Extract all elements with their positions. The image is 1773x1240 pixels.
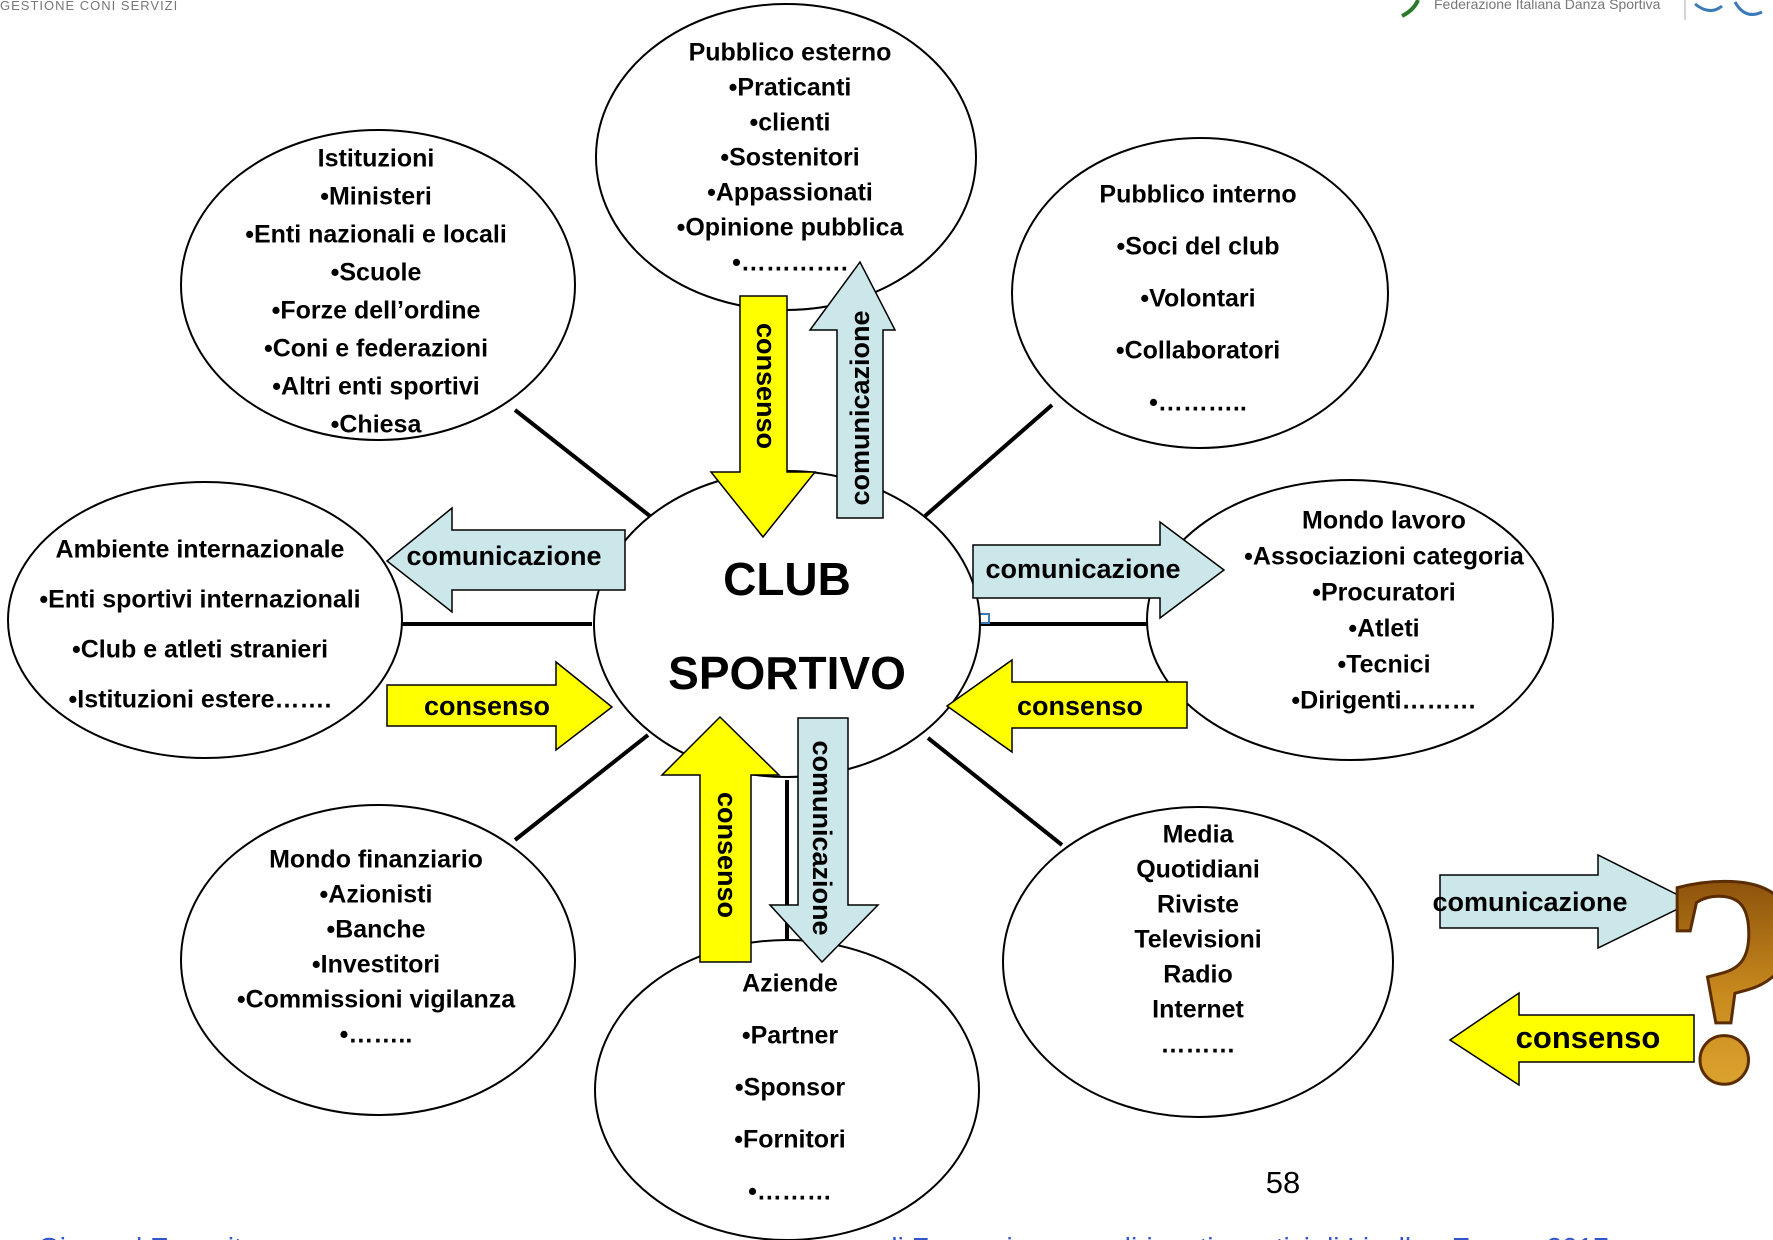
pubblico-esterno-item: •Praticanti — [729, 74, 852, 102]
pubblico-esterno-title: Pubblico esterno — [689, 39, 892, 67]
mondo-finanziario-item: •…….. — [340, 1021, 413, 1049]
ellipse-ambiente-internazionale — [7, 481, 403, 759]
mondo-lavoro-item: •Dirigenti……… — [1291, 687, 1476, 715]
connector-istituzioni — [513, 408, 657, 522]
media-item: Riviste — [1157, 891, 1239, 919]
federation-logo-icon — [1694, 1, 1763, 16]
fids-logo-icon — [1401, 0, 1420, 18]
aziende-item: •Partner — [742, 1022, 839, 1050]
istituzioni-item: •Scuole — [331, 259, 422, 287]
media-title: Media — [1163, 821, 1235, 849]
header-left-text: GESTIONE CONI SERVIZI — [0, 0, 179, 13]
arrow-label-consenso-right: consenso — [1017, 691, 1143, 721]
question-mark-icon: ? — [1659, 813, 1773, 1145]
arrow-comunicazione-right — [972, 520, 1226, 620]
connector-media — [926, 736, 1064, 847]
ellipse-club-sportivo — [593, 470, 981, 778]
stakeholder-groups: Pubblico esterno •Praticanti •clienti •Sost… — [39, 39, 1525, 1206]
ambiente-internazionale-title: Ambiente internazionale — [56, 536, 345, 564]
pubblico-esterno-item: •Sostenitori — [720, 144, 859, 172]
media-item: Internet — [1152, 996, 1244, 1024]
aziende-item: •……… — [748, 1178, 832, 1206]
istituzioni-item: •Chiesa — [331, 411, 423, 439]
page-number: 58 — [1266, 1165, 1300, 1200]
club-label-line1: CLUB — [723, 553, 851, 605]
ambiente-internazionale-item: •Enti sportivi internazionali — [39, 586, 360, 614]
ellipse-mondo-finanziario — [180, 804, 576, 1116]
ellipse-mondo-lavoro — [1146, 479, 1554, 761]
header-right-text: Federazione Italiana Danza Sportiva — [1434, 0, 1661, 12]
aziende-item: •Fornitori — [734, 1126, 846, 1154]
istituzioni-item: •Coni e federazioni — [264, 335, 488, 363]
arrow-consenso-right-left — [386, 660, 614, 752]
ambiente-internazionale-item: •Club e atleti stranieri — [72, 636, 328, 664]
mondo-lavoro-item: •Atleti — [1348, 615, 1419, 643]
pubblico-interno-item: •Soci del club — [1117, 233, 1280, 261]
arrow-label-comunicazione-left: comunicazione — [406, 541, 601, 571]
mondo-finanziario-item: •Investitori — [312, 951, 440, 979]
pubblico-esterno-item: •Opinione pubblica — [677, 214, 905, 242]
arrow-label-consenso-left: consenso — [424, 691, 550, 721]
arrow-consenso-up-bottom — [660, 715, 781, 963]
media-item: Radio — [1163, 961, 1232, 989]
pubblico-esterno-item: •…………. — [732, 249, 848, 277]
mondo-lavoro-title: Mondo lavoro — [1302, 507, 1466, 535]
mondo-finanziario-item: •Commissioni vigilanza — [237, 986, 516, 1014]
mondo-lavoro-item: •Associazioni categoria — [1244, 543, 1525, 571]
mondo-lavoro-item: •Tecnici — [1337, 651, 1430, 679]
pubblico-esterno-item: •Appassionati — [707, 179, 873, 207]
footer-author: Giancarl Esposito — [38, 1232, 257, 1240]
istituzioni-item: •Ministeri — [320, 183, 432, 211]
ambiente-internazionale-item: •Istituzioni estere……. — [69, 686, 332, 714]
arrow-label-consenso-legend: consenso — [1516, 1020, 1661, 1055]
pubblico-esterno-item: •clienti — [750, 109, 831, 137]
arrow-label-comunicazione-top: comunicazione — [845, 310, 875, 505]
pubblico-interno-item: •Volontari — [1140, 285, 1255, 313]
arrow-label-comunicazione-right: comunicazione — [985, 554, 1180, 584]
istituzioni-item: •Enti nazionali e locali — [245, 221, 507, 249]
mondo-finanziario-title: Mondo finanziario — [269, 846, 483, 874]
arrow-comunicazione-legend — [1439, 853, 1694, 950]
club-label-line2: SPORTIVO — [668, 647, 906, 699]
media-item: Quotidiani — [1136, 856, 1260, 884]
connector-interno — [923, 403, 1054, 518]
footer-source: di Formazione per dirigenti sportivi di … — [882, 1232, 1609, 1240]
media-item: Televisioni — [1134, 926, 1261, 954]
ellipse-pubblico-interno — [1011, 137, 1389, 449]
ellipse-istituzioni — [180, 129, 576, 441]
mondo-finanziario-item: •Azionisti — [320, 881, 433, 909]
pubblico-interno-title: Pubblico interno — [1099, 181, 1296, 209]
arrow-consenso-legend — [1448, 991, 1695, 1087]
arrow-label-consenso-bottom: consenso — [712, 792, 742, 918]
arrow-consenso-down-top — [709, 295, 817, 539]
arrow-label-comunicazione-legend: comunicazione — [1432, 887, 1627, 917]
arrow-comunicazione-down-bottom — [768, 717, 880, 964]
arrow-comunicazione-left — [385, 506, 626, 614]
pubblico-interno-item: •Collaboratori — [1116, 337, 1280, 365]
media-item: ……… — [1161, 1031, 1236, 1059]
arrow-consenso-left-right — [945, 658, 1188, 754]
connector-finanziario — [513, 733, 650, 842]
arrow-label-consenso-top: consenso — [751, 323, 781, 449]
mondo-lavoro-item: •Procuratori — [1312, 579, 1456, 607]
istituzioni-title: Istituzioni — [318, 145, 435, 173]
ellipse-aziende — [594, 939, 980, 1240]
arrow-comunicazione-up-top — [808, 260, 897, 519]
istituzioni-item: •Forze dell’ordine — [272, 297, 481, 325]
istituzioni-item: •Altri enti sportivi — [272, 373, 479, 401]
arrow-label-comunicazione-bottom: comunicazione — [807, 740, 837, 935]
ellipse-media — [1002, 806, 1394, 1118]
pubblico-interno-item: •……….. — [1149, 389, 1247, 417]
aziende-title: Aziende — [742, 970, 838, 998]
aziende-item: •Sponsor — [735, 1074, 845, 1102]
mondo-finanziario-item: •Banche — [326, 916, 425, 944]
